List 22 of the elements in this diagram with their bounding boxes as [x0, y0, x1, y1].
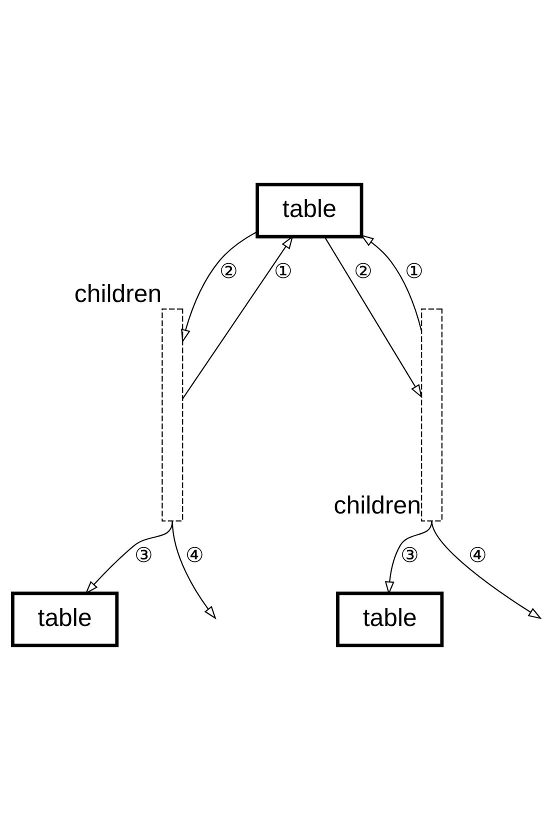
node-box: table	[256, 182, 364, 238]
edge-label: ②	[354, 260, 372, 282]
edge-label: ③	[400, 544, 419, 567]
arrow	[431, 520, 542, 619]
node-column	[162, 308, 184, 521]
edge-label: ④	[185, 544, 204, 567]
node-box: table	[336, 591, 444, 647]
node-label: children	[74, 279, 162, 308]
edge-label: ③	[134, 544, 153, 567]
arrow	[172, 520, 216, 619]
edge-label: ②	[219, 260, 238, 282]
arrow	[384, 520, 432, 595]
node-column	[420, 308, 442, 521]
arrow	[85, 520, 173, 594]
edge-label: ④	[468, 544, 487, 567]
arrow	[181, 230, 258, 342]
node-box: table	[11, 591, 119, 647]
arrow	[360, 234, 422, 331]
edge-label: ①	[405, 260, 424, 282]
node-label: children	[334, 491, 422, 520]
edge-label: ①	[274, 260, 292, 282]
arrow	[324, 236, 422, 398]
